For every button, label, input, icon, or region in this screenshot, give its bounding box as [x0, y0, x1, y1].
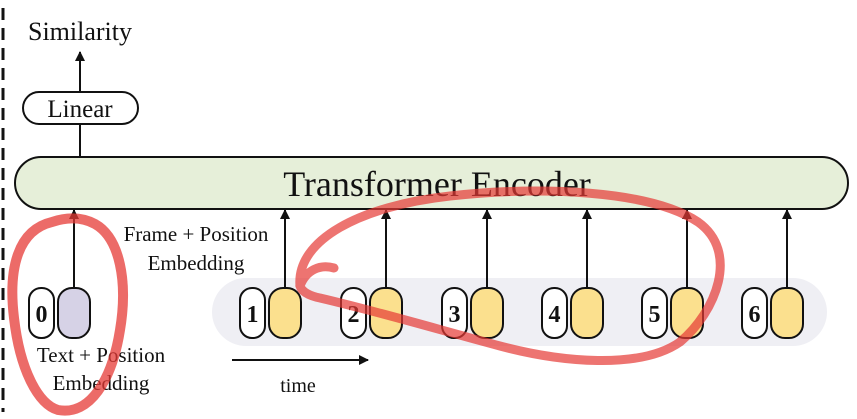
frame-token-4: 4 [541, 209, 604, 339]
frame-token-1: 1 [239, 209, 302, 339]
frame-embedding-box-4 [570, 287, 604, 339]
frame-embedding-label-line2: Embedding [148, 251, 245, 275]
token-index-box-4 [541, 287, 568, 339]
text-embedding-label-line1: Text + Position [37, 343, 166, 367]
frame-token-5: 5 [641, 209, 704, 339]
frame-embedding-box-3 [470, 287, 504, 339]
red-annotation-loop-right [295, 186, 725, 365]
token-index-1: 1 [247, 302, 259, 328]
red-annotation-circle-left [7, 213, 128, 416]
token-index-box-6 [741, 287, 768, 339]
time-label: time [280, 375, 316, 397]
token-index-box-5 [641, 287, 668, 339]
token-index-box-0 [28, 287, 55, 339]
text-embedding-box-0 [57, 287, 91, 339]
frame-token-6: 6 [741, 209, 804, 339]
similarity-label: Similarity [28, 17, 132, 46]
token-index-0: 0 [36, 302, 48, 328]
frame-embedding-box-6 [770, 287, 804, 339]
frame-embedding-box-1 [268, 287, 302, 339]
token-index-4: 4 [549, 302, 561, 328]
token-index-6: 6 [749, 302, 761, 328]
frame-token-3: 3 [441, 209, 504, 339]
token-index-5: 5 [649, 302, 661, 328]
frame-embedding-label-line1: Frame + Position [124, 222, 269, 246]
linear-label: Linear [47, 96, 113, 123]
token-index-3: 3 [449, 302, 461, 328]
token-index-box-1 [239, 287, 266, 339]
